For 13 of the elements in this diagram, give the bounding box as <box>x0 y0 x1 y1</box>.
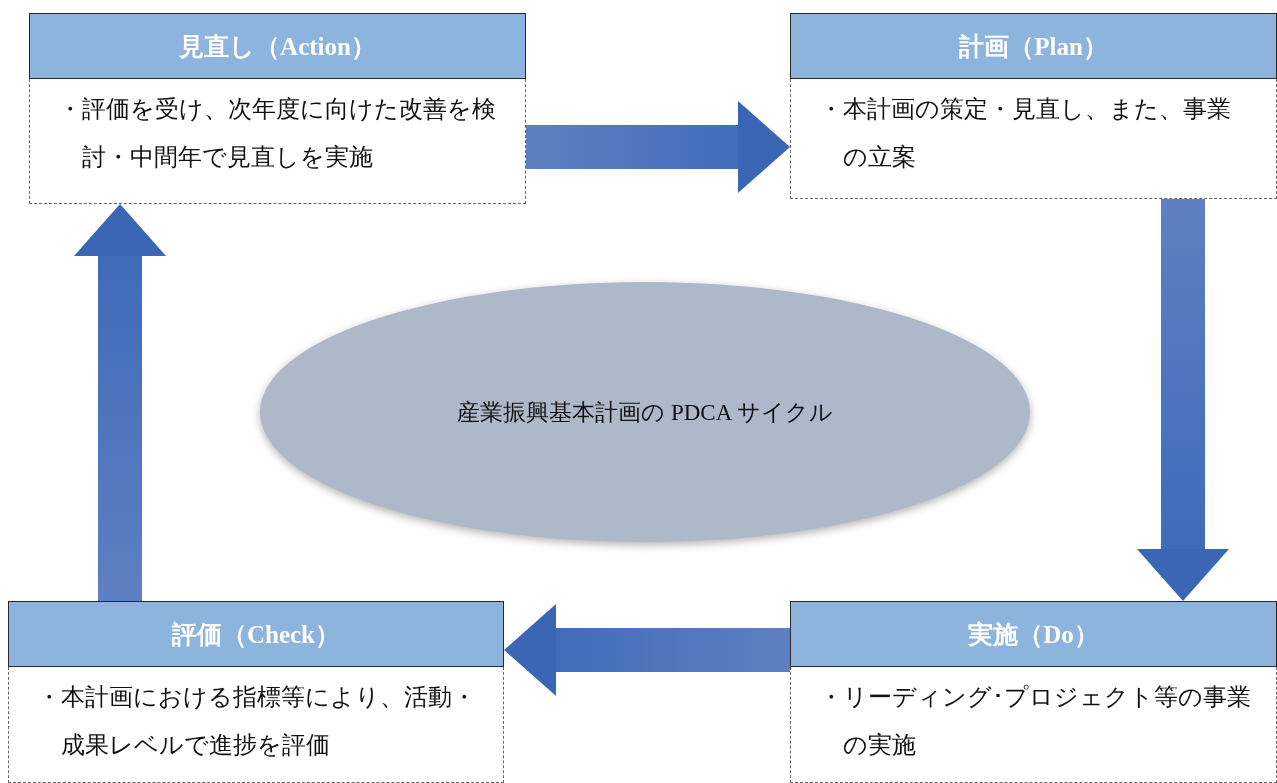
card-text: ・本計画の策定・見直し、また、事業の立案 <box>790 79 1277 199</box>
block-arrow <box>526 101 790 193</box>
block-arrow <box>504 604 790 696</box>
block-arrow <box>1137 199 1229 601</box>
card-text: ・評価を受け、次年度に向けた改善を検討・中間年で見直しを実施 <box>29 79 526 204</box>
card-text: ・本計画における指標等により、活動・成果レベルで進捗を評価 <box>8 667 504 783</box>
card-heading: 評価（Check） <box>8 601 504 667</box>
card-text: ・リーディング･プロジェクト等の事業の実施 <box>790 667 1277 783</box>
ellipse-label: 産業振興基本計画の PDCA サイクル <box>457 398 833 427</box>
card-heading: 計画（Plan） <box>790 13 1277 79</box>
card-heading: 見直し（Action） <box>29 13 526 79</box>
block-arrow <box>74 204 166 601</box>
card-heading: 実施（Do） <box>790 601 1277 667</box>
